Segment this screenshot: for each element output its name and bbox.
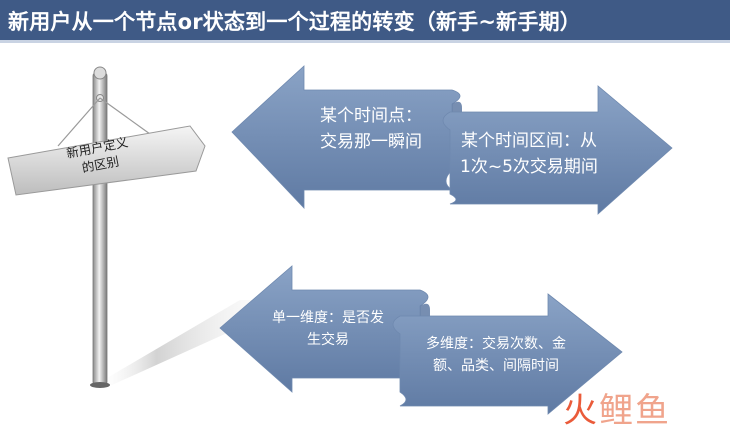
arrow-top-right-label: 某个时间区间：从 1次~5次交易期间 (444, 128, 614, 181)
page-title: 新用户从一个节点or状态到一个过程的转变（新手~新手期） (8, 10, 581, 34)
sign-string-right (99, 97, 151, 135)
arrow-top-left-line1: 某个时间点： (320, 106, 422, 126)
watermark-char2: 鲤鱼 (599, 391, 671, 431)
arrow-bottom-left-line1: 单一维度：是否发 (272, 310, 384, 326)
pole-base (90, 382, 110, 388)
signpost-board (7, 125, 206, 196)
arrow-bottom-right (392, 293, 623, 415)
arrow-top-right-line2: 1次~5次交易期间 (460, 157, 598, 178)
arrow-top-left-label: 某个时间点： 交易那一瞬间 (296, 103, 446, 156)
arrow-top-right (442, 85, 673, 215)
arrow-bottom-right-label: 多维度：交易次数、金 额、品类、间隔时间 (406, 334, 586, 377)
arrow-top-right-line1: 某个时间区间：从 (461, 131, 597, 151)
signpost-pole (92, 71, 108, 387)
watermark-char1: 火 (563, 391, 599, 431)
arrow-top-left-line2: 交易那一瞬间 (320, 132, 422, 153)
arrow-bottom-left-line2: 生交易 (307, 331, 349, 348)
arrow-bottom-right-line1: 多维度：交易次数、金 (426, 336, 566, 352)
watermark-logo: 火鲤鱼 (563, 383, 671, 432)
title-bar: 新用户从一个节点or状态到一个过程的转变（新手~新手期） (0, 0, 730, 40)
sign-string-left (57, 97, 101, 147)
arrow-bottom-left-label: 单一维度：是否发 生交易 (258, 308, 398, 351)
title-underline (0, 40, 730, 43)
pole-cap (93, 66, 107, 80)
arrow-bottom-right-line2: 额、品类、间隔时间 (433, 357, 559, 374)
